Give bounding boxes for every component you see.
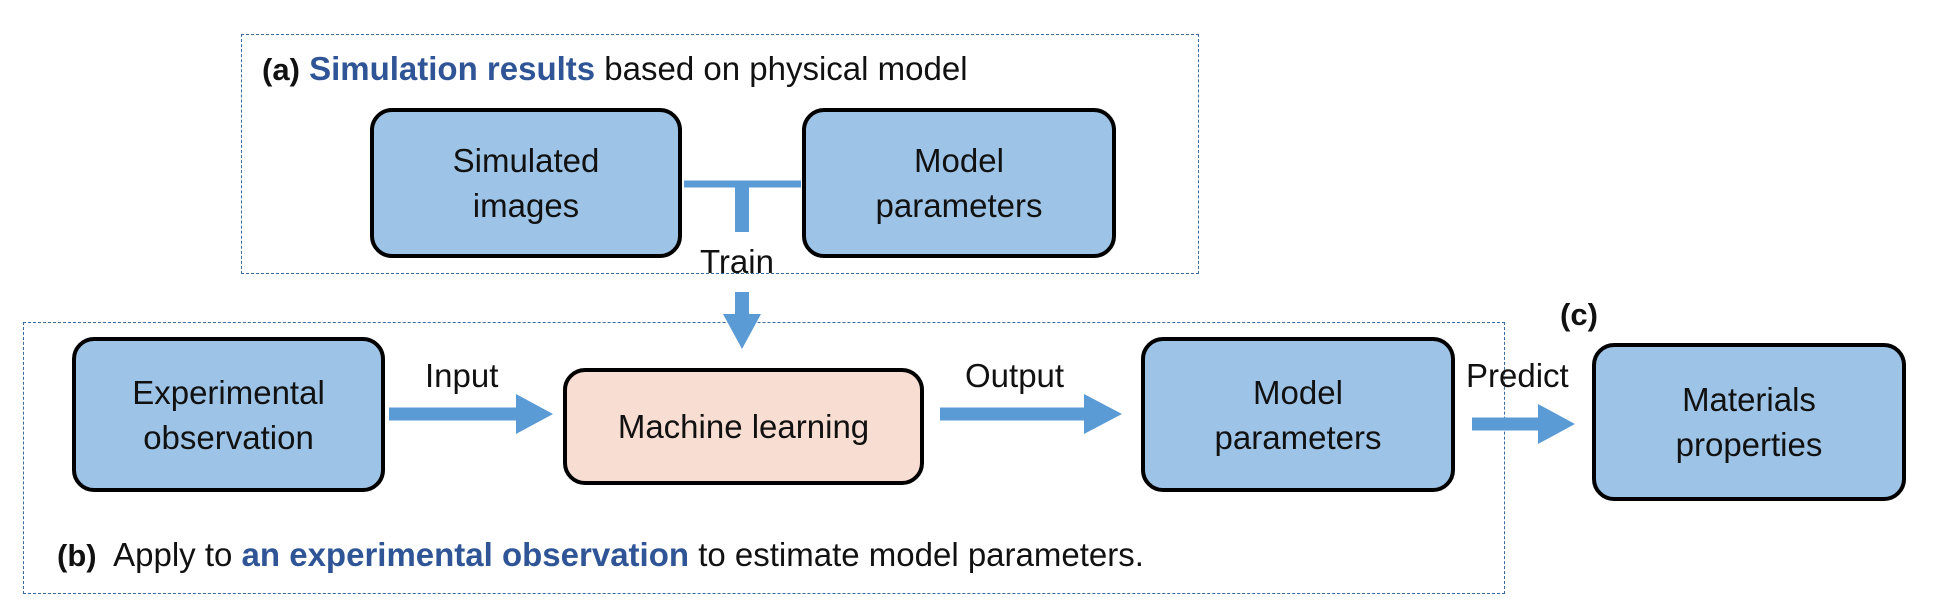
machine-learning-box: Machine learning [563, 368, 924, 485]
train-arrow-head [723, 314, 761, 349]
model-parameters-top-box: Model parameters [802, 108, 1116, 258]
panel-b-letter: (b) [57, 538, 97, 573]
panel-b-post: to estimate model parameters. [689, 536, 1144, 573]
experimental-observation-box: Experimental observation [72, 337, 385, 492]
output-label: Output [965, 357, 1065, 394]
output-arrow-head [1084, 394, 1122, 434]
model-parameters-box: Model parameters [1141, 337, 1455, 492]
panel-a-rest: based on physical model [595, 50, 968, 87]
panel-a-accent: Simulation results [309, 50, 596, 87]
panel-c-letter: (c) [1560, 297, 1598, 332]
predict-label: Predict [1466, 357, 1569, 394]
panel-a-letter: (a) [262, 52, 300, 87]
input-label: Input [425, 357, 499, 394]
application-region [23, 322, 1505, 594]
materials-properties-box: Materials properties [1592, 343, 1906, 501]
simulation-region [241, 34, 1199, 274]
panel-b-pre: Apply to [113, 536, 242, 573]
input-arrow-head [516, 394, 553, 434]
train-label: Train [700, 243, 774, 280]
panel-b-heading: (b) Apply to an experimental observation… [57, 536, 1144, 575]
panel-b-accent: an experimental observation [241, 536, 690, 573]
simulated-images-box: Simulated images [370, 108, 682, 258]
panel-a-heading: (a) Simulation results based on physical… [262, 50, 968, 89]
predict-arrow-head [1538, 404, 1575, 444]
